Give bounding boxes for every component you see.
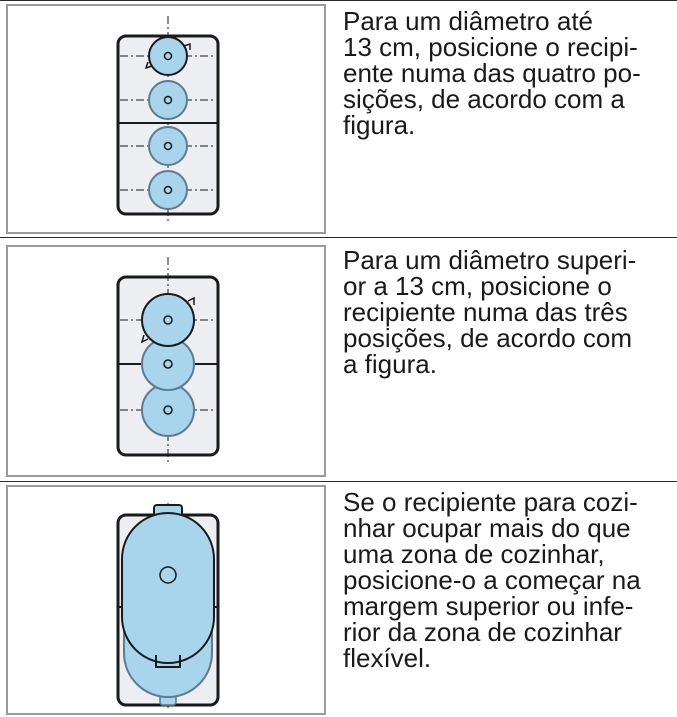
pot-icon [141, 383, 195, 437]
section-divider [0, 237, 677, 238]
pot-icon [140, 293, 195, 347]
figure-large-pot-positions [6, 245, 326, 477]
pot-icon [144, 36, 191, 76]
cooktop-diagram [116, 16, 220, 224]
section-large-pot: Para um diâmetro superi- or a 13 cm, pos… [0, 237, 677, 477]
figure-small-pot-positions [6, 4, 326, 234]
figure-oval-pot-position [6, 485, 326, 715]
section-small-pot: Para um diâmetro até 13 cm, posicione o … [0, 0, 677, 236]
pot-icon [148, 80, 188, 120]
pot-icon [148, 170, 188, 210]
instruction-text: Para um diâmetro até 13 cm, posicione o … [343, 6, 641, 140]
cooktop-diagram [116, 503, 220, 709]
instruction-text: Para um diâmetro superi- or a 13 cm, pos… [343, 245, 637, 379]
instruction-text: Se o recipiente para cozi- nhar ocupar m… [343, 487, 641, 673]
section-divider-top [0, 0, 677, 1]
section-oval-pot: Se o recipiente para cozi- nhar ocupar m… [0, 481, 677, 717]
pot-icon [148, 126, 188, 166]
oval-pot-icon [121, 504, 215, 668]
section-divider [0, 481, 677, 482]
cooktop-diagram [116, 257, 220, 465]
